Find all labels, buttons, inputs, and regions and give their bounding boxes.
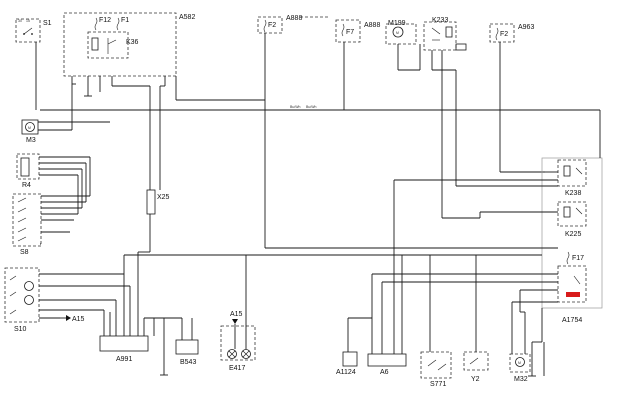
k238-label: K238 [565, 190, 581, 197]
f2-right-label: F2 [500, 31, 508, 38]
m32-label: M32 [514, 376, 528, 383]
s1-label: S1 [43, 20, 52, 27]
highlighted-contact [566, 292, 580, 297]
s771-label: S771 [430, 381, 446, 388]
a15-left-label: A15 [72, 316, 85, 323]
r4-label: R4 [22, 182, 31, 189]
e417-label: E417 [229, 365, 245, 372]
connector-x25: X25 [146, 189, 170, 215]
svg-text:F7: F7 [346, 29, 354, 36]
motor-m199: M M199 [385, 20, 417, 45]
lamp-e417: A15 E417 [220, 311, 256, 372]
a582-label: A582 [179, 14, 195, 21]
module-a1124: A1124 [336, 351, 358, 376]
a888-top-label: A888 [286, 15, 302, 22]
y2-label: Y2 [471, 376, 480, 383]
module-a1754: K238 K225 F17 A1754 [541, 157, 603, 324]
k233-label: K233 [432, 17, 448, 24]
svg-text:15: 15 [26, 19, 30, 23]
fuse-f2-a963: F2 A963 [489, 23, 534, 43]
s8-label: S8 [20, 249, 29, 256]
switch-s10: S10 [4, 267, 40, 333]
f12-label: F12 [99, 17, 111, 24]
k36-label: K36 [126, 39, 139, 46]
motor-m3: M M3 [21, 119, 39, 144]
f17-label: F17 [572, 255, 584, 262]
connector-a15-left: A15 [60, 315, 85, 323]
module-a991: A991 [99, 335, 149, 363]
b543-label: B543 [180, 359, 196, 366]
switch-s771: S771 [420, 351, 452, 388]
motor-m32: M M32 [509, 353, 531, 383]
sensor-b543: B543 [175, 339, 199, 366]
f1-label: F1 [121, 17, 129, 24]
a6-label: A6 [380, 369, 389, 376]
a888-right-label: A888 [364, 22, 380, 29]
module-a6: A6 [367, 353, 407, 376]
a991-label: A991 [116, 356, 132, 363]
s10-label: S10 [14, 326, 27, 333]
fuse-f2-top: F2 A888 [257, 15, 302, 34]
fuse-f7-a888: F7 A888 [335, 19, 380, 43]
a1754-label: A1754 [562, 317, 582, 324]
valve-y2: Y2 [463, 351, 489, 383]
a963-label: A963 [518, 24, 534, 31]
svg-text:Bu/Wh: Bu/Wh [306, 105, 317, 109]
svg-text:M: M [396, 31, 399, 35]
resistor-r4: R4 [16, 153, 40, 189]
fusebox-a582: A582 F12 F1 K36 [63, 12, 195, 77]
svg-text:M: M [28, 126, 31, 130]
m3-label: M3 [26, 137, 36, 144]
switch-s8: S8 [12, 193, 42, 256]
x25-label: X25 [157, 194, 170, 201]
k225-label: K225 [565, 231, 581, 238]
m199-label: M199 [388, 20, 406, 27]
svg-text:M: M [518, 361, 521, 365]
a15-mid-label: A15 [230, 311, 243, 318]
f2-top-label: F2 [268, 22, 276, 29]
relay-k233: K233 [423, 17, 457, 51]
svg-text:Bu/Wh: Bu/Wh [290, 105, 301, 109]
switch-s1: S1 30 15 [15, 18, 52, 43]
svg-text:30: 30 [18, 19, 22, 23]
a1124-label: A1124 [336, 369, 356, 376]
